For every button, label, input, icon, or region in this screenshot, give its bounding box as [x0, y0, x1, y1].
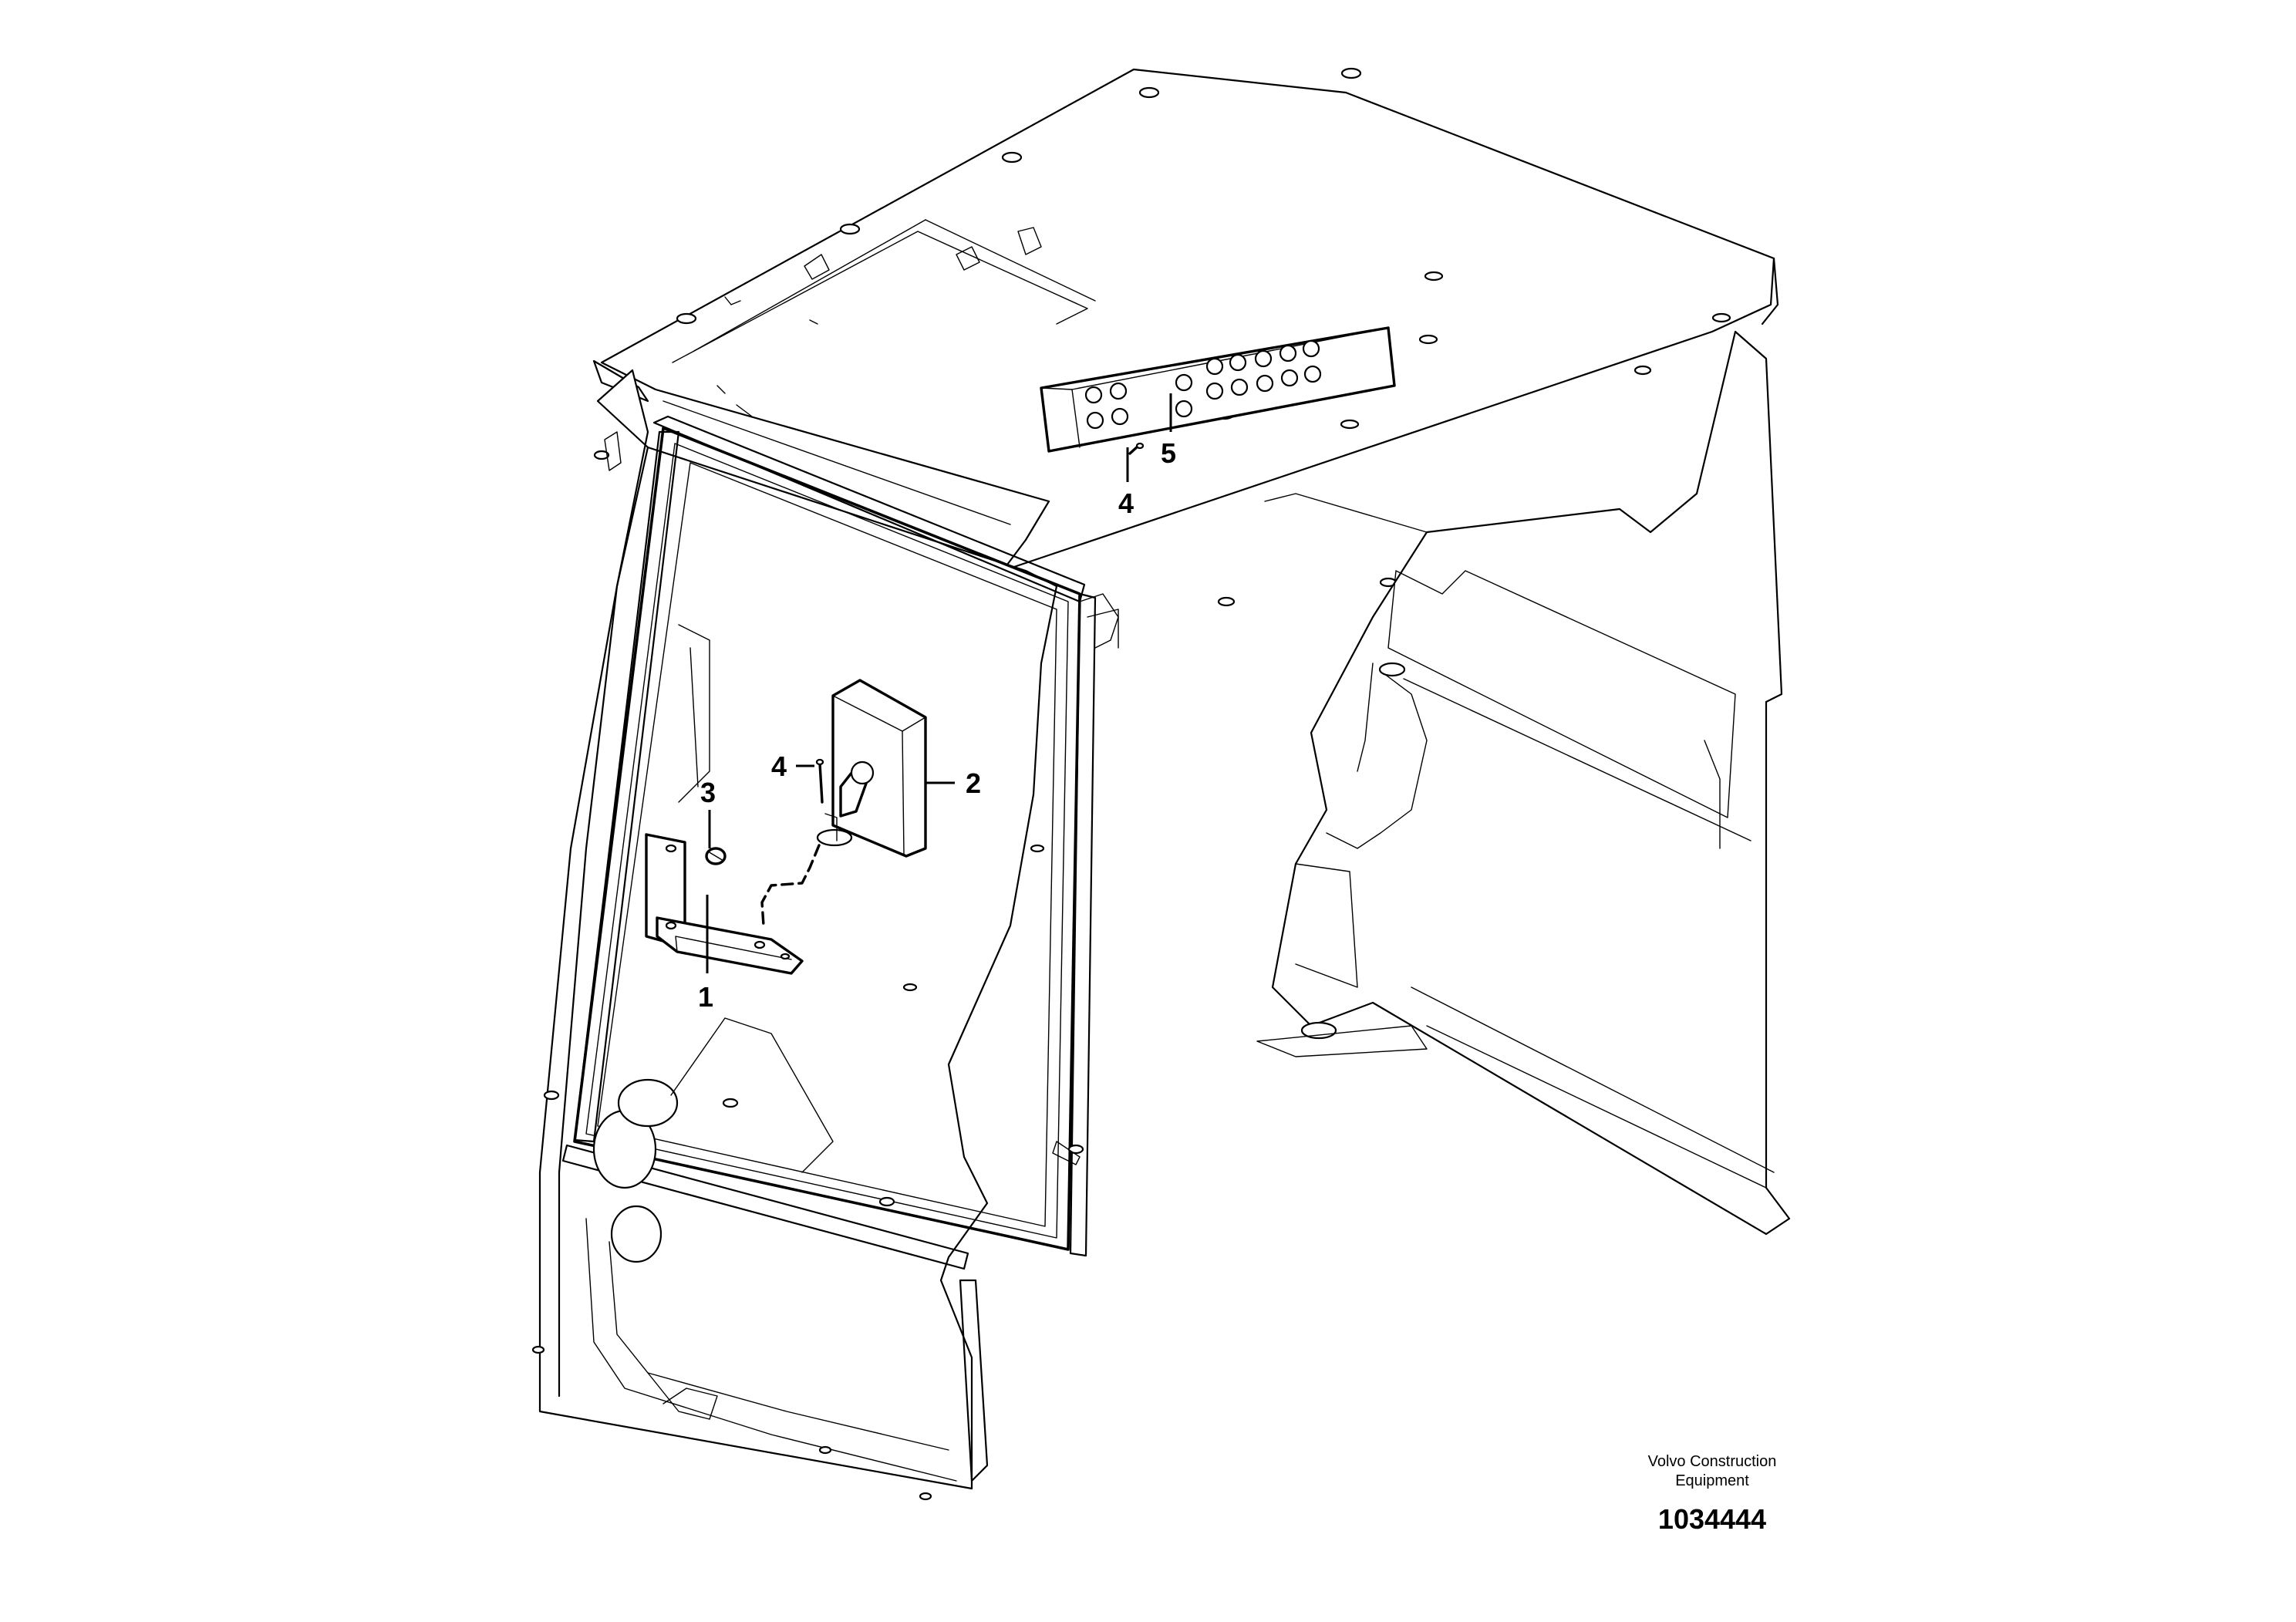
roof-panel — [592, 68, 1779, 572]
document-number: 1034444 — [1657, 1503, 1767, 1535]
callout-3: 3 — [700, 777, 716, 808]
leader-lines — [706, 393, 1172, 973]
box-part-2 — [760, 679, 927, 927]
callout-1: 1 — [698, 981, 713, 1013]
switch-panel-holes — [1084, 339, 1322, 430]
brand-name-line2: Equipment — [1675, 1472, 1749, 1489]
callout-4b: 4 — [1118, 487, 1134, 519]
cab-rear-structure — [1256, 330, 1791, 1236]
bracket-part-1 — [645, 833, 804, 975]
callout-4a: 4 — [771, 750, 787, 782]
screw-part-4b — [1128, 442, 1145, 455]
callout-5: 5 — [1161, 437, 1176, 469]
callout-2: 2 — [966, 767, 981, 799]
cab-frame — [531, 369, 1119, 1501]
callout-labels: 1 2 3 4 4 5 — [698, 437, 1176, 1013]
brand-name-line1: Volvo Construction — [1647, 1453, 1777, 1470]
screw-part-4a — [815, 758, 824, 804]
nut-part-3 — [705, 847, 727, 865]
switch-panel-part-5 — [1040, 326, 1396, 453]
